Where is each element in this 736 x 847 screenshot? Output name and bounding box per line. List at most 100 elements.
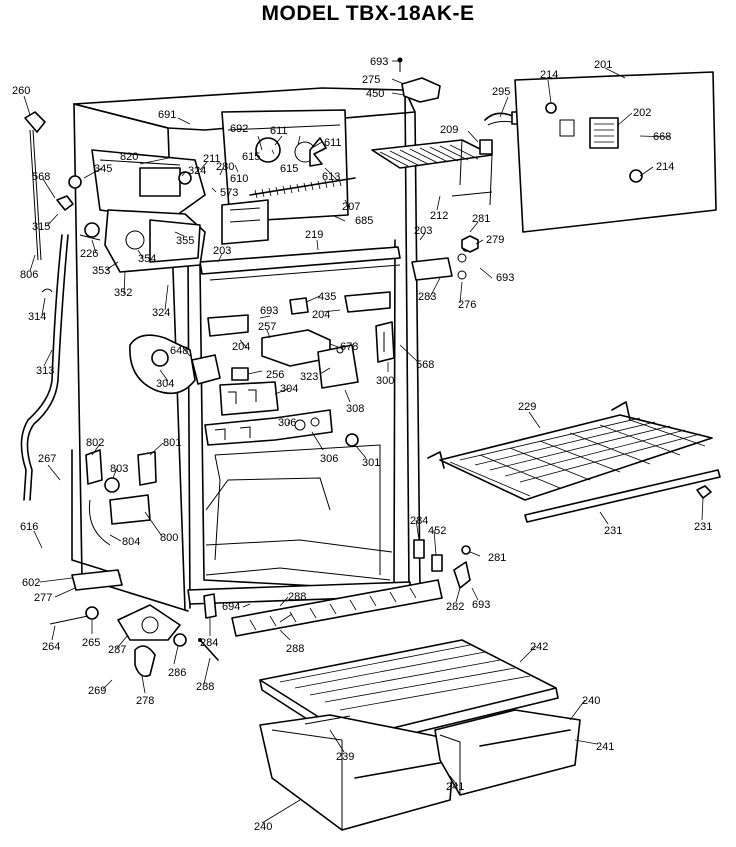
label-313: 313 [36, 365, 54, 377]
diagram-title: MODEL TBX-18AK-E [261, 2, 475, 25]
label-280: 280 [216, 161, 234, 173]
light-bracket-204 [207, 291, 391, 337]
label-573: 573 [220, 187, 238, 199]
label-207: 207 [342, 201, 360, 213]
label-452: 452 [428, 525, 446, 537]
label-693-mid: 693 [260, 305, 278, 317]
label-353: 353 [92, 265, 110, 277]
label-256: 256 [266, 369, 284, 381]
label-226: 226 [80, 248, 98, 260]
label-287: 287 [108, 644, 126, 656]
label-276: 276 [458, 299, 476, 311]
label-352: 352 [114, 287, 132, 299]
label-435: 435 [318, 291, 336, 303]
switch-256 [231, 367, 249, 381]
label-211: 211 [203, 153, 221, 165]
crisper-drawer-right [434, 709, 581, 796]
shim-281-lower [461, 545, 471, 555]
label-324-mid: 324 [152, 307, 170, 319]
hinge-284 [203, 593, 217, 619]
label-300: 300 [376, 375, 394, 387]
hinge-283 [411, 244, 470, 281]
label-323: 323 [300, 371, 318, 383]
label-281-lower: 281 [488, 552, 506, 564]
label-288-left: 288 [196, 681, 214, 693]
label-568-left: 568 [32, 171, 50, 183]
label-615-a: 615 [242, 151, 260, 163]
label-269: 269 [88, 685, 106, 697]
label-648: 648 [170, 345, 188, 357]
label-264: 264 [42, 641, 60, 653]
hinge-282 [453, 561, 471, 589]
shim-284-right [413, 539, 425, 559]
label-204-right: 204 [312, 309, 330, 321]
label-282: 282 [446, 601, 464, 613]
label-214-top: 214 [540, 69, 558, 81]
bulb-301 [345, 433, 359, 447]
valve-260 [24, 111, 46, 133]
label-212: 212 [430, 210, 448, 222]
label-685: 685 [355, 215, 373, 227]
crisper-drawer-left [259, 714, 456, 831]
label-354: 354 [138, 253, 156, 265]
label-694: 694 [222, 601, 240, 613]
shelf-trim-231 [524, 469, 721, 523]
label-801: 801 [163, 437, 181, 449]
shim-279 [461, 235, 479, 253]
label-691: 691 [158, 109, 176, 121]
thermostat-226 [79, 222, 101, 241]
label-693-lower: 693 [472, 599, 490, 611]
label-219: 219 [305, 229, 323, 241]
label-306-lower: 306 [320, 453, 338, 465]
label-240-right: 240 [582, 695, 600, 707]
label-295: 295 [492, 86, 510, 98]
clip-231 [696, 485, 712, 499]
grommet-286 [173, 633, 187, 647]
thermostat-300 [375, 321, 395, 363]
knob-345 [68, 175, 82, 189]
label-283: 283 [418, 291, 436, 303]
label-260: 260 [12, 85, 30, 97]
label-304-left: 304 [156, 378, 174, 390]
motor-mount-287 [117, 604, 181, 641]
label-804: 804 [122, 536, 140, 548]
label-611-a: 611 [270, 125, 288, 137]
shelf-upper-wire [371, 139, 493, 206]
label-203-right: 203 [414, 225, 432, 237]
label-613: 613 [322, 171, 340, 183]
light-switch-435 [289, 297, 309, 315]
label-288-mid: 288 [286, 643, 304, 655]
light-socket-assembly-323 [261, 329, 359, 389]
clip-314 [41, 288, 53, 293]
label-602: 602 [22, 577, 40, 589]
label-616: 616 [20, 521, 38, 533]
label-692: 692 [230, 123, 248, 135]
label-301: 301 [362, 457, 380, 469]
damper-control-assembly [91, 149, 206, 221]
label-308: 308 [346, 403, 364, 415]
label-668: 668 [653, 131, 671, 143]
clamp-278 [134, 645, 156, 678]
label-803: 803 [110, 463, 128, 475]
label-324-top: 324 [188, 165, 206, 177]
label-281-top: 281 [472, 213, 490, 225]
label-204-left: 204 [232, 341, 250, 353]
wheel-265 [49, 606, 99, 625]
label-229: 229 [518, 401, 536, 413]
label-611-b: 611 [324, 137, 342, 149]
label-242: 242 [530, 641, 548, 653]
label-568-right: 568 [416, 359, 434, 371]
compressor-relay-panel [71, 449, 157, 576]
control-housing [104, 209, 206, 273]
label-209: 209 [440, 124, 458, 136]
label-610: 610 [230, 173, 248, 185]
bracket-275 [401, 77, 441, 103]
label-820: 820 [120, 151, 138, 163]
condenser-fan-bracket-304 [129, 334, 221, 395]
label-802: 802 [86, 437, 104, 449]
label-450: 450 [366, 88, 384, 100]
label-806: 806 [20, 269, 38, 281]
wire-harness-295 [479, 111, 523, 155]
label-275: 275 [362, 74, 380, 86]
